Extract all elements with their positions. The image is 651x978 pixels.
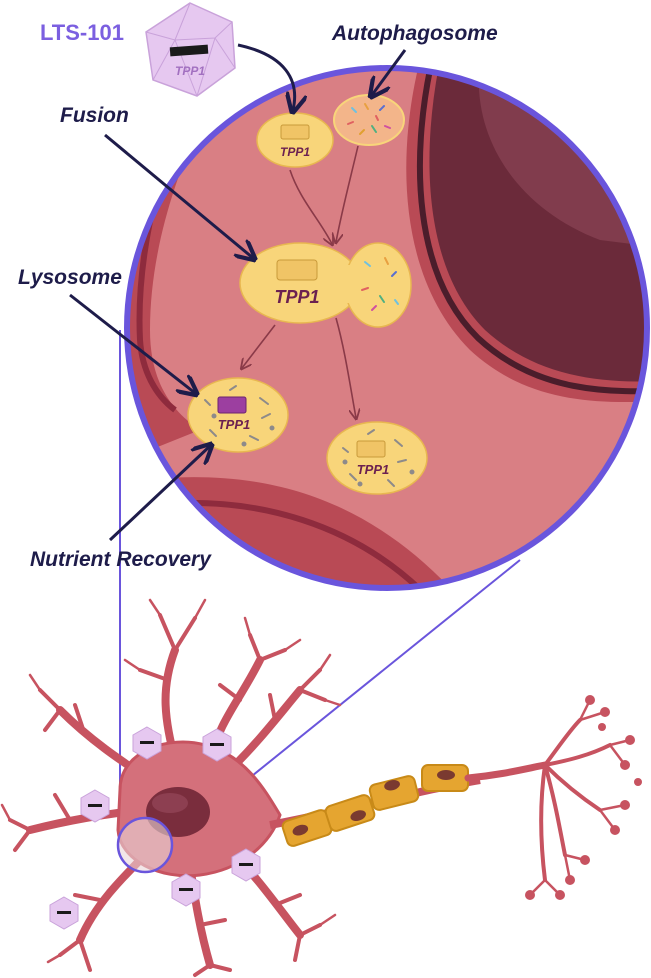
tpp1-enzyme-box: [356, 440, 386, 458]
virus-particle: [202, 728, 232, 762]
tpp1-enzyme-box: [276, 259, 318, 281]
fused-tpp1-label: TPP1: [274, 287, 319, 307]
nutrient-recovery-label: Nutrient Recovery: [30, 548, 212, 571]
endosome-vesicle: TPP1: [256, 112, 334, 168]
fused-vesicle: TPP1: [239, 242, 412, 328]
recovery-tpp1-label: TPP1: [357, 462, 390, 477]
lysosome-tpp1-label: TPP1: [218, 417, 251, 432]
virus-particle: [231, 848, 261, 882]
virus-particles: [49, 726, 261, 930]
pathway-arrows: [242, 145, 358, 418]
autophagosome-label: Autophagosome: [331, 22, 498, 45]
lts-101-capsid: TPP1: [145, 2, 236, 97]
nutrient-recovery-vesicle: TPP1: [326, 421, 428, 495]
myelin-sheaths: [281, 764, 469, 847]
lysosome-label: Lysosome: [18, 266, 122, 289]
autophagosome-vesicle: [333, 94, 405, 146]
lens-ring: [124, 65, 650, 591]
fusion-label: Fusion: [60, 104, 129, 127]
capsid-tpp1-label: TPP1: [175, 64, 205, 78]
zoom-region-marker: [116, 816, 174, 874]
neuron: [0, 598, 642, 977]
gene-cassette: [169, 44, 209, 57]
tpp1-enzyme-box: [280, 124, 310, 140]
tpp1-active-enzyme: [217, 396, 247, 414]
callout-arrows: [69, 43, 407, 542]
endosome-tpp1-label: TPP1: [280, 145, 310, 159]
synaptic-boutons: [525, 695, 642, 900]
virus-particle: [132, 726, 162, 760]
virus-particle: [80, 789, 110, 823]
virus-particle: [49, 896, 79, 930]
drug-label: LTS-101: [40, 20, 124, 45]
virus-particle: [171, 873, 201, 907]
lysosome-vesicle: TPP1: [187, 377, 289, 453]
axon-terminals: [464, 698, 632, 897]
